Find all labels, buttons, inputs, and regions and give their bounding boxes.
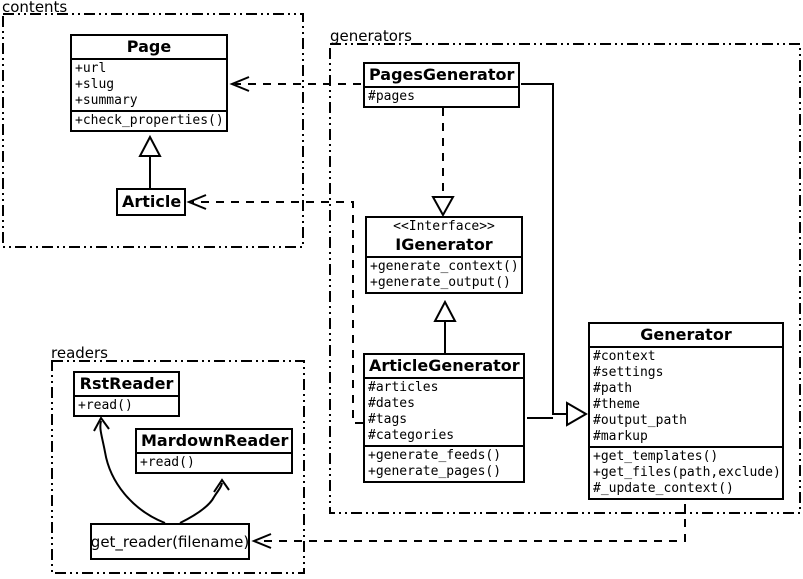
package-label-contents: contents — [2, 0, 68, 16]
class-rstreader-title: RstReader — [79, 374, 174, 393]
hollow-triangle-icon — [138, 134, 162, 157]
edge-getreader-to-rstreader — [93, 416, 166, 524]
class-generator: Generator #context#settings#path#theme#o… — [588, 322, 784, 500]
class-member: +generate_feeds() — [368, 448, 502, 463]
edge-articlegenerator-to-article-dependency — [186, 194, 363, 424]
class-member: +read() — [78, 398, 133, 413]
class-articlegenerator-attributes: #articles#dates#tags#categories — [365, 377, 523, 445]
class-member: #categories — [368, 428, 455, 443]
class-page-title: Page — [126, 37, 172, 56]
class-page: Page +url+slug+summary +check_properties… — [70, 34, 228, 132]
class-mardownreader-title: MardownReader — [141, 431, 289, 450]
package-label-readers: readers — [51, 344, 108, 362]
class-member: #dates — [368, 396, 415, 411]
class-mardownreader: MardownReader +read() — [135, 428, 293, 474]
package-border-generators — [329, 43, 801, 514]
class-rstreader: RstReader +read() — [73, 371, 180, 417]
class-member: #path — [593, 381, 633, 396]
edge-generator-to-getreader-dependency — [251, 504, 686, 549]
class-member: +generate_pages() — [368, 464, 502, 479]
class-article-title: Article — [122, 192, 182, 211]
package-border-contents — [2, 13, 304, 248]
function-get-reader-label: get_reader(filename) — [90, 532, 250, 551]
class-member: +slug — [75, 77, 115, 92]
hollow-triangle-icon — [566, 401, 588, 427]
class-igenerator-title: <<Interface>> IGenerator — [367, 218, 521, 256]
class-article: Article — [116, 188, 186, 216]
class-member: +get_files(path,exclude) — [593, 465, 781, 480]
class-page-methods: +check_properties() — [72, 110, 226, 130]
class-member: +generate_context() — [370, 259, 519, 274]
class-member: #settings — [593, 365, 664, 380]
class-member: +check_properties() — [75, 113, 224, 128]
open-arrowhead-icon — [213, 478, 230, 493]
open-arrowhead-icon — [251, 533, 272, 549]
class-member: #context — [593, 349, 656, 364]
class-member: +read() — [140, 455, 195, 470]
class-igenerator-methods: +generate_context()+generate_output() — [367, 256, 521, 292]
class-member: #articles — [368, 380, 439, 395]
class-articlegenerator-methods: +generate_feeds()+generate_pages() — [365, 445, 523, 481]
class-igenerator-stereotype: <<Interface>> — [393, 219, 495, 234]
open-arrowhead-icon — [93, 416, 110, 432]
open-arrowhead-icon — [186, 194, 207, 210]
class-member: +generate_output() — [370, 275, 511, 290]
class-articlegenerator: ArticleGenerator #articles#dates#tags#ca… — [363, 353, 525, 483]
class-member: #markup — [593, 429, 648, 444]
class-mardownreader-methods: +read() — [137, 452, 291, 472]
class-member: #output_path — [593, 413, 687, 428]
class-member: +summary — [75, 93, 138, 108]
class-generator-methods: +get_templates()+get_files(path,exclude)… — [590, 446, 782, 498]
edge-generators-to-generator-inheritance — [521, 83, 588, 427]
class-generator-title: Generator — [640, 325, 732, 344]
edge-pagesgenerator-to-page-dependency — [229, 76, 361, 92]
class-member: +get_templates() — [593, 449, 719, 464]
edge-pagesgenerator-to-igenerator-realization — [431, 108, 455, 218]
class-page-attributes: +url+slug+summary — [72, 58, 226, 110]
class-pagesgenerator: PagesGenerator #pages — [363, 62, 520, 108]
class-member: #tags — [368, 412, 408, 427]
hollow-triangle-icon — [433, 299, 457, 322]
hollow-triangle-icon — [431, 196, 455, 218]
package-border-readers — [51, 360, 305, 574]
function-get-reader: get_reader(filename) — [90, 523, 250, 560]
open-arrowhead-icon — [229, 76, 250, 92]
class-articlegenerator-title: ArticleGenerator — [369, 356, 520, 375]
class-pagesgenerator-title: PagesGenerator — [369, 65, 515, 84]
class-member: #theme — [593, 397, 640, 412]
class-generator-attributes: #context#settings#path#theme#output_path… — [590, 346, 782, 446]
class-igenerator: <<Interface>> IGenerator +generate_conte… — [365, 216, 523, 294]
class-member: +url — [75, 61, 107, 76]
package-label-generators: generators — [330, 27, 412, 45]
class-member: #pages — [368, 89, 415, 104]
edge-articlegenerator-to-igenerator-inheritance — [433, 299, 457, 353]
class-pagesgenerator-attributes: #pages — [365, 86, 518, 106]
class-rstreader-methods: +read() — [75, 395, 178, 415]
edge-getreader-to-mardownreader — [179, 478, 230, 524]
class-member: #_update_context() — [593, 481, 734, 496]
class-igenerator-name: IGenerator — [395, 235, 493, 254]
edge-article-to-page-inheritance — [138, 134, 162, 188]
